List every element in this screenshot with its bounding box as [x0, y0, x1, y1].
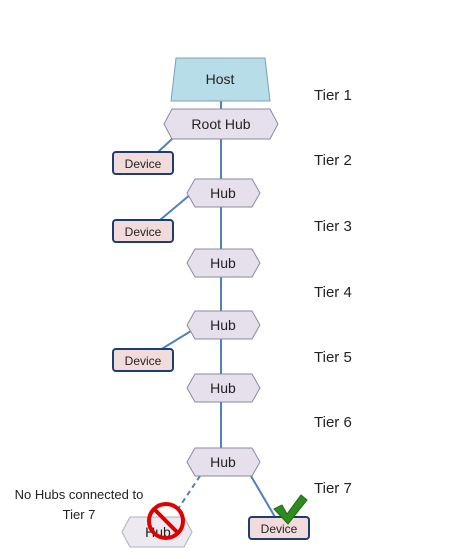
- no-hubs-note: No Hubs connected to Tier 7: [15, 487, 144, 522]
- hub-node-tier2: Hub: [186, 178, 261, 208]
- device-label: Device: [125, 354, 162, 368]
- root-hub-label: Root Hub: [191, 116, 250, 132]
- tier-label: Tier 6: [314, 414, 352, 431]
- tier-label: Tier 1: [314, 87, 352, 104]
- tier-label: Tier 5: [314, 349, 352, 366]
- tier-label: Tier 4: [314, 284, 352, 301]
- tier-label: Tier 7: [314, 480, 352, 497]
- tier-label: Tier 2: [314, 152, 352, 169]
- checkmark-icon: [273, 494, 308, 525]
- link-hub-device-tier3: [159, 193, 192, 221]
- device-label: Device: [125, 225, 162, 239]
- note-line-2: Tier 7: [63, 507, 96, 522]
- device-label: Device: [125, 157, 162, 171]
- link-hub-device-tier5: [159, 330, 192, 351]
- host-node: Host: [170, 57, 271, 102]
- hub-label: Hub: [210, 380, 236, 396]
- root-hub-node: Root Hub: [163, 108, 279, 140]
- hub-node-tier3: Hub: [186, 248, 261, 278]
- note-line-1: No Hubs connected to: [15, 487, 144, 502]
- device-node-tier3: Device: [112, 219, 174, 243]
- link-hub-blocked: [175, 475, 201, 513]
- device-label: Device: [261, 522, 298, 536]
- hub-label: Hub: [210, 317, 236, 333]
- tier-label: Tier 3: [314, 218, 352, 235]
- link-hub-device-tier7: [250, 475, 276, 518]
- hub-node-tier6: Hub: [186, 447, 261, 477]
- hub-label: Hub: [210, 255, 236, 271]
- hub-node-tier5: Hub: [186, 373, 261, 403]
- hub-label: Hub: [210, 454, 236, 470]
- prohibited-icon: [147, 502, 185, 540]
- device-node-tier2: Device: [112, 151, 174, 175]
- link-roothub-device: [157, 138, 173, 153]
- hub-node-tier4: Hub: [186, 310, 261, 340]
- host-label: Host: [206, 71, 235, 87]
- device-node-tier5: Device: [112, 348, 174, 372]
- device-node-tier7: Device: [248, 516, 310, 540]
- tier-labels: Tier 1 Tier 2 Tier 3 Tier 4 Tier 5 Tier …: [314, 87, 352, 497]
- hub-label: Hub: [210, 185, 236, 201]
